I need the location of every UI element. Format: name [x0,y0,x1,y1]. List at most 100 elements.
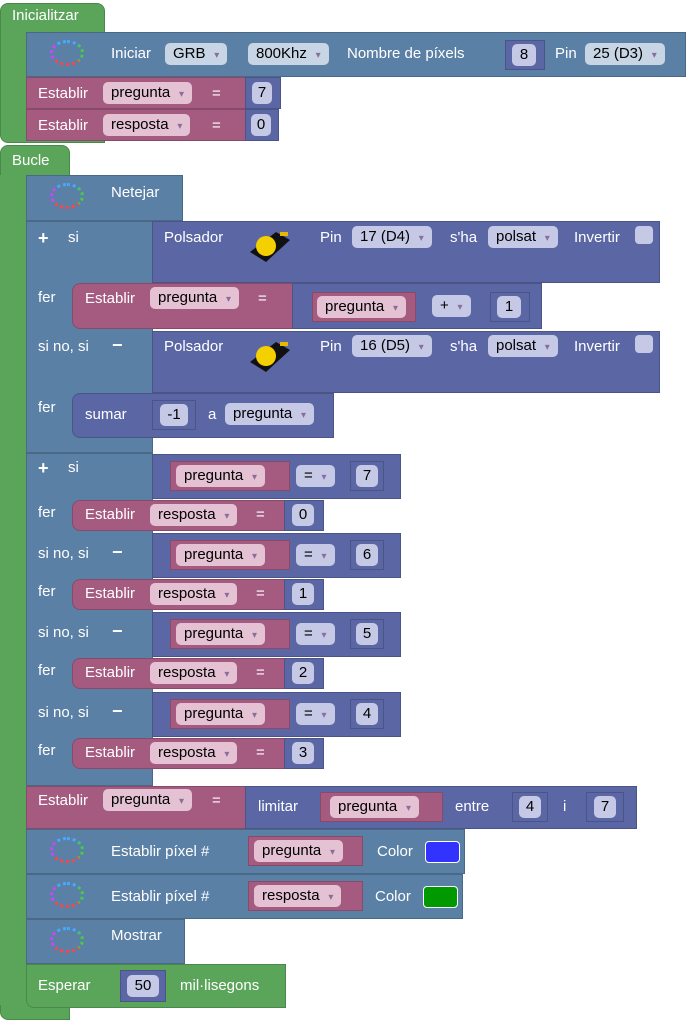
equals-label: = [212,792,221,809]
variable-dropdown[interactable]: resposta [103,114,191,136]
equals-label: = [212,117,221,134]
push-button-icon [250,232,290,262]
pin-dropdown[interactable]: 16 (D5) [352,335,432,357]
number-input[interactable]: 50 [127,975,159,997]
add-branch-button[interactable]: + [38,228,49,248]
set-pixel-block[interactable] [26,829,465,874]
to-label: a [208,406,217,423]
variable-dropdown[interactable]: pregunta [176,703,266,725]
equals-label: = [256,585,265,602]
if-label: si [68,229,79,246]
invert-label: Invertir [574,338,620,355]
pixel-count-label: Nombre de píxels [347,45,465,62]
wait-label: Esperar [38,977,91,994]
number-input[interactable]: 1 [292,583,314,605]
number-input[interactable]: 7 [356,465,378,487]
pin-dropdown[interactable]: 17 (D4) [352,226,432,248]
variable-dropdown[interactable]: pregunta [150,287,240,309]
set-pixel-label: Establir píxel # [111,888,210,905]
number-input[interactable]: 6 [356,544,378,566]
set-label: Establir [85,585,136,602]
frequency-dropdown[interactable]: 800Khz [248,43,329,65]
unit-label: mil·lisegons [180,977,260,994]
neopixel-icon [50,882,84,908]
operator-dropdown[interactable]: = [296,703,335,725]
set-pixel-block[interactable] [26,874,463,919]
pixel-count-input[interactable]: 8 [512,44,536,66]
variable-dropdown[interactable]: pregunta [103,789,193,811]
pin-label: Pin [320,229,342,246]
neopixel-icon [50,183,84,209]
set-label: Establir [38,117,89,134]
operator-dropdown[interactable]: = [296,544,335,566]
operator-dropdown[interactable]: = [296,623,335,645]
has-label: s'ha [450,338,478,355]
color-swatch[interactable] [425,841,460,863]
variable-dropdown[interactable]: pregunta [176,544,266,566]
invert-checkbox[interactable] [635,335,653,353]
show-label: Mostrar [111,927,162,944]
number-input[interactable]: 0 [251,114,271,136]
variable-dropdown[interactable]: pregunta [176,623,266,645]
number-input[interactable]: -1 [160,404,188,426]
clear-label: Netejar [111,184,160,201]
loop-arm-fill [0,175,26,1005]
between-label: entre [455,798,490,815]
variable-dropdown[interactable]: pregunta [176,465,266,487]
variable-dropdown[interactable]: resposta [150,504,238,526]
variable-dropdown[interactable]: resposta [150,742,238,764]
variable-dropdown[interactable]: resposta [150,583,238,605]
do-label: fer [38,662,56,679]
number-input[interactable]: 5 [356,623,378,645]
else-if-label: si no, si [38,624,89,641]
button-label: Polsador [164,229,224,246]
remove-branch-button[interactable]: − [112,701,123,721]
number-input[interactable]: 7 [594,796,616,818]
neopixel-icon [50,40,84,66]
variable-dropdown[interactable]: resposta [254,885,342,907]
loop-hat-label: Bucle [12,152,50,169]
add-branch-button[interactable]: + [38,458,49,478]
push-button-icon [250,342,290,372]
neopixel-clear-block[interactable] [26,175,183,221]
state-dropdown[interactable]: polsat [488,226,558,248]
number-input[interactable]: 0 [292,504,314,526]
state-dropdown[interactable]: polsat [488,335,558,357]
do-label: fer [38,742,56,759]
set-label: Establir [38,792,89,809]
variable-dropdown[interactable]: pregunta [254,840,344,862]
do-label: fer [38,583,56,600]
pin-label: Pin [555,45,577,62]
remove-branch-button[interactable]: − [112,621,123,641]
variable-dropdown[interactable]: resposta [150,662,238,684]
number-input[interactable]: 4 [519,796,541,818]
remove-branch-button[interactable]: − [112,542,123,562]
variable-dropdown[interactable]: pregunta [317,296,407,318]
pin-dropdown[interactable]: 25 (D3) [585,43,665,65]
variable-dropdown[interactable]: pregunta [330,796,420,818]
equals-label: = [256,506,265,523]
variable-dropdown[interactable]: pregunta [103,82,193,104]
variable-dropdown[interactable]: pregunta [225,403,315,425]
number-input[interactable]: 2 [292,662,314,684]
number-input[interactable]: 1 [497,296,521,318]
number-input[interactable]: 7 [252,82,272,104]
number-input[interactable]: 3 [292,742,314,764]
color-swatch[interactable] [423,886,458,908]
invert-checkbox[interactable] [635,226,653,244]
do-label: fer [38,399,56,416]
else-if-label: si no, si [38,545,89,562]
color-order-dropdown[interactable]: GRB [165,43,228,65]
set-pixel-label: Establir píxel # [111,843,210,860]
number-input[interactable]: 4 [356,703,378,725]
do-label: fer [38,504,56,521]
equals-label: = [258,290,267,307]
neopixel-icon [50,837,84,863]
do-label: fer [38,289,56,306]
operator-dropdown[interactable]: = [296,465,335,487]
color-label: Color [375,888,411,905]
neopixel-init-block[interactable] [26,32,686,77]
remove-branch-button[interactable]: − [112,335,123,355]
operator-dropdown[interactable]: + [432,295,471,317]
change-label: sumar [85,406,127,423]
